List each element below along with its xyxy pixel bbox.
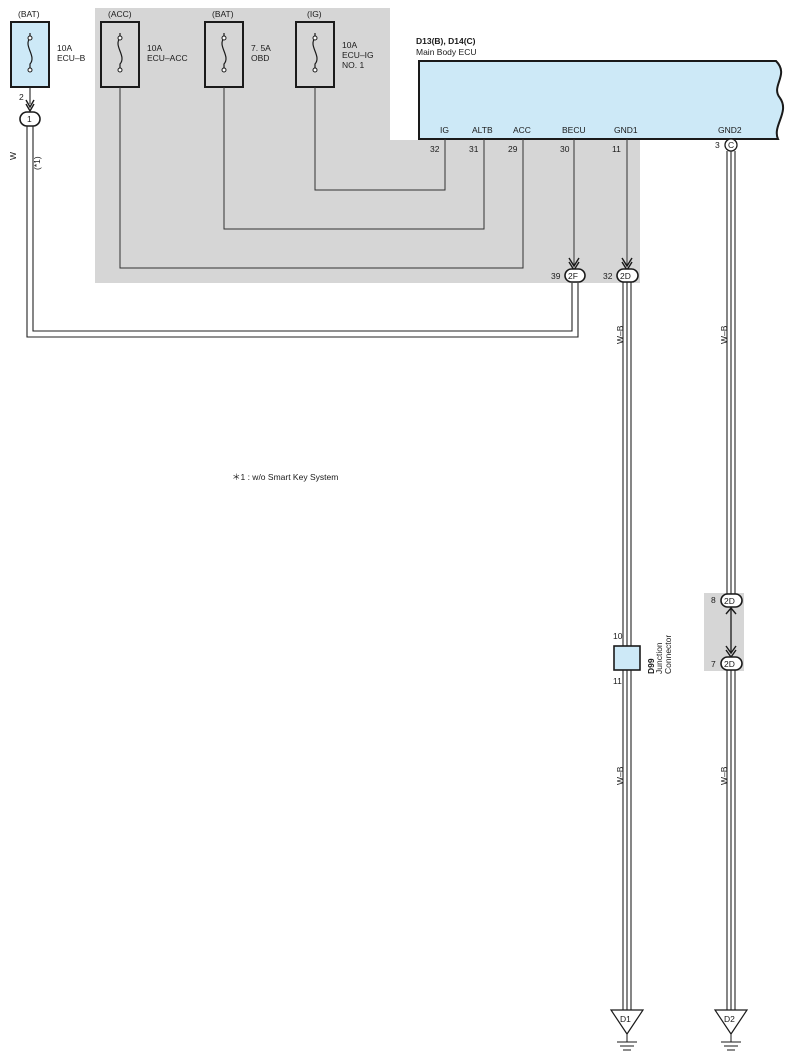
- terminal-gnd1: GND1: [614, 125, 638, 135]
- terminal-altb: ALTB: [472, 125, 493, 135]
- junction-pin-top: 10: [613, 631, 623, 641]
- fuse-amp: 10A: [57, 43, 72, 53]
- pin-ig: 32: [430, 144, 440, 154]
- terminal-gnd2: GND2: [718, 125, 742, 135]
- fuse-name: ECU–IG: [342, 50, 374, 60]
- fuse-source-label: (BAT): [212, 9, 234, 19]
- junction-code: D99: [646, 658, 656, 674]
- bat-connector-pin: 2: [19, 92, 24, 102]
- fuse-amp: 7. 5A: [251, 43, 271, 53]
- connector-2d-8-id: 2D: [724, 596, 735, 606]
- fuse-source-label: (BAT): [18, 9, 40, 19]
- ground-d1-id: D1: [620, 1014, 631, 1024]
- fuse-name: ECU–B: [57, 53, 86, 63]
- connector-1: [19, 111, 41, 127]
- ecu-code: D13(B), D14(C): [416, 36, 476, 46]
- fuse-source-label: (IG): [307, 9, 322, 19]
- main-body-ecu: D13(B), D14(C) Main Body ECU IG ALTB ACC…: [416, 36, 785, 140]
- ground-d1-symbol: [609, 1009, 645, 1036]
- ground-d2-id: D2: [724, 1014, 735, 1024]
- connector-2d-8-pin: 8: [711, 595, 716, 605]
- connector-2f-pin: 39: [551, 271, 561, 281]
- connector-2f: [564, 268, 586, 283]
- junction-name-1: Junction: [654, 642, 664, 674]
- junction-connector: [613, 645, 641, 671]
- fuse-name-line2: NO. 1: [342, 60, 364, 70]
- ground-d2-symbol: [713, 1009, 749, 1036]
- connector-2d-7-pin: 7: [711, 659, 716, 669]
- fuse-amp: 10A: [147, 43, 162, 53]
- terminal-becu: BECU: [562, 125, 586, 135]
- ecu-box: [418, 60, 785, 140]
- fuse-name: ECU–ACC: [147, 53, 188, 63]
- ecu-name: Main Body ECU: [416, 47, 476, 57]
- wire-label-wb-1: W–B: [615, 325, 625, 344]
- terminal-ig: IG: [440, 125, 449, 135]
- shaded-region: [95, 8, 640, 283]
- pin-becu: 30: [560, 144, 570, 154]
- pin-acc: 29: [508, 144, 518, 154]
- fuse-ecu-b: (BAT) 10A ECU–B: [10, 9, 86, 88]
- fuse-name: OBD: [251, 53, 269, 63]
- footnote: ＊1 : w/o Smart Key System: [232, 472, 338, 482]
- fuse-ecu-acc: (ACC) 10A ECU–ACC: [100, 9, 188, 88]
- pin-gnd2: 3: [715, 140, 720, 150]
- connector-2d-7-id: 2D: [724, 659, 735, 669]
- connector-c-id: C: [728, 140, 734, 150]
- wire-label-wb-2: W–B: [615, 766, 625, 785]
- wire-color-w: W: [8, 152, 18, 160]
- junction-pin-bottom: 11: [613, 676, 622, 686]
- pin-altb: 31: [469, 144, 479, 154]
- ground-icon: [721, 1034, 741, 1051]
- fuse-amp: 10A: [342, 40, 357, 50]
- junction-name-2: Connector: [663, 635, 673, 674]
- bat-connector-id: 1: [27, 114, 32, 124]
- terminal-acc: ACC: [513, 125, 531, 135]
- wire-label-wb-4: W–B: [719, 766, 729, 785]
- wire-note: (*1): [32, 156, 42, 170]
- wire-label-wb-3: W–B: [719, 325, 729, 344]
- fuse-source-label: (ACC): [108, 9, 132, 19]
- connector-2d-id: 2D: [620, 271, 631, 281]
- pin-gnd1: 11: [612, 144, 621, 154]
- connector-2f-id: 2F: [568, 271, 578, 281]
- ground-icon: [617, 1034, 637, 1051]
- connector-2d-pin: 32: [603, 271, 613, 281]
- fuse-box: [10, 21, 50, 88]
